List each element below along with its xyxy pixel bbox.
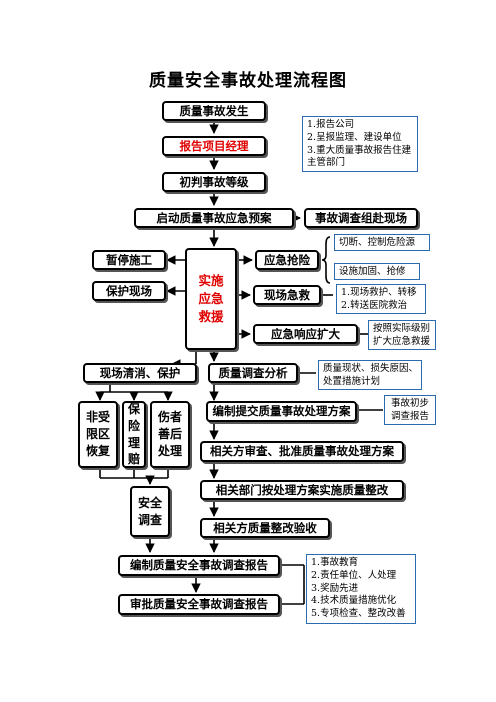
note-aid-line: 1.现场救护、转移 xyxy=(341,287,417,298)
note-prelim-line: 调查报告 xyxy=(390,410,429,422)
diagram-title: 质量安全事故处理流程图 xyxy=(149,71,347,91)
box-safety-survey: 安全调查 xyxy=(130,486,170,537)
note-final-line: 2.责任单位、人处理 xyxy=(311,569,397,581)
note-report-line: 1.报告公司 xyxy=(307,119,355,130)
box-rescue: 应急抢险 xyxy=(255,250,319,270)
box-clear-site: 现场清消、保护 xyxy=(83,363,197,383)
note-level-line: 扩大应急救援 xyxy=(373,335,431,347)
box-stop-work: 暂停施工 xyxy=(92,250,166,270)
note-prelim-line: 事故初步 xyxy=(390,398,429,409)
box-first-aid: 现场急救 xyxy=(253,285,321,305)
box-compile-report: 编制质量安全事故调查报告 xyxy=(118,555,280,576)
box-report-pm: 报告项目经理 xyxy=(162,136,266,156)
box-implement-rectify: 相关部门按处理方案实施质量整改 xyxy=(200,480,404,500)
note-analysis-line: 质量现状、损失原因、 xyxy=(323,363,419,374)
note-analysis-line: 处置措施计划 xyxy=(323,375,381,387)
box-quality-analysis: 质量调查分析 xyxy=(208,363,298,383)
note-reinforce: 设施加固、抢修 xyxy=(334,263,420,280)
note-final: 1.事故教育 2.责任单位、人处理 3.奖励先进 4.技术质量措施优化 5.专项… xyxy=(306,554,416,624)
note-final-line: 3.奖励先进 xyxy=(311,582,359,594)
note-report: 1.报告公司 2.呈报监理、建设单位 3.重大质量事故报告住建 主管部门 xyxy=(302,116,418,172)
box-insurance: 保险理赔 xyxy=(122,401,146,468)
aftercare-label: 伤者善后处理 xyxy=(157,410,182,458)
implement-label: 实施应急救援 xyxy=(198,272,224,325)
box-approve-plan: 相关方审查、批准质量事故处理方案 xyxy=(200,441,404,462)
note-report-line: 2.呈报监理、建设单位 xyxy=(307,131,402,143)
box-expand: 应急响应扩大 xyxy=(253,324,358,344)
box-recover: 非受限区恢复 xyxy=(78,401,118,468)
note-report-line: 主管部门 xyxy=(307,157,346,169)
note-cutoff: 切断、控制危险源 xyxy=(334,234,430,251)
box-protect-site: 保护现场 xyxy=(92,281,166,301)
note-final-line: 4.技术质量措施优化 xyxy=(311,595,397,607)
recover-label: 非受限区恢复 xyxy=(85,410,110,458)
note-aid-line: 2.转送医院救治 xyxy=(341,299,408,311)
box-acceptance: 相关方质量整改验收 xyxy=(200,518,330,538)
box-start-plan: 启动质量事故应急预案 xyxy=(134,208,294,228)
box-approve-report: 审批质量安全事故调查报告 xyxy=(118,594,280,615)
note-analysis: 质量现状、损失原因、 处置措施计划 xyxy=(318,360,422,390)
note-final-line: 1.事故教育 xyxy=(311,557,359,568)
brace-rescue xyxy=(321,236,331,284)
note-level-line: 按照实际级别 xyxy=(373,323,431,334)
box-occur: 质量事故发生 xyxy=(162,101,266,121)
box-implement-rescue: 实施应急救援 xyxy=(185,248,237,350)
note-aid: 1.现场救护、转移 2.转送医院救治 xyxy=(336,284,426,314)
note-report-line: 3.重大质量事故报告住建 xyxy=(307,144,412,156)
insurance-label: 保险理赔 xyxy=(127,401,140,467)
safety-survey-label: 安全调查 xyxy=(137,495,162,527)
note-final-line: 5.专项检查、整改改善 xyxy=(311,608,406,620)
box-investigate-team: 事故调查组赴现场 xyxy=(304,208,418,228)
note-level: 按照实际级别 扩大应急救援 xyxy=(368,320,436,350)
note-prelim: 事故初步 调查报告 xyxy=(384,395,436,425)
box-aftercare: 伤者善后处理 xyxy=(150,401,190,468)
box-compile-plan: 编制提交质量事故处理方案 xyxy=(206,401,357,422)
box-initial-grade: 初判事故等级 xyxy=(162,172,266,192)
